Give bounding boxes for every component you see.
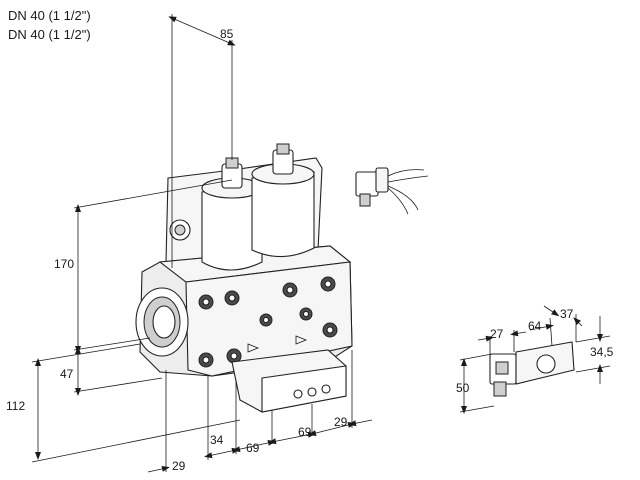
connector-plug-iso: [355, 167, 429, 215]
dim-label-47: 47: [60, 367, 74, 381]
dim-label-85: 85: [220, 27, 234, 41]
dim-label-112: 112: [6, 399, 25, 413]
dim-plug: [459, 305, 611, 414]
title-line-1: DN 40 (1 1/2"): [8, 8, 91, 23]
dim-line-170: [73, 179, 233, 354]
dim-label-27: 27: [490, 327, 504, 341]
dim-label-37: 37: [560, 307, 574, 321]
dim-label-170: 170: [54, 257, 74, 271]
flow-arrow-marker-right: [295, 335, 308, 345]
dim-label-34-5: 34,5: [590, 345, 614, 359]
solenoid-coil-right: [251, 143, 315, 258]
dim-line-112: [31, 343, 241, 463]
inlet-port: [135, 287, 189, 357]
dim-chain-bottom: [147, 350, 373, 473]
dim-label-34: 34: [210, 433, 224, 447]
connector-plug-dimensioned: [489, 341, 575, 397]
dim-line-47: [73, 346, 163, 396]
dim-label-69-a: 69: [246, 441, 260, 455]
valve-assembly: [135, 143, 353, 413]
dim-label-64: 64: [528, 319, 542, 333]
pressure-switch-module: [231, 349, 347, 413]
solenoid-coil-left: [201, 157, 263, 271]
title-line-2: DN 40 (1 1/2"): [8, 27, 91, 42]
dim-label-29-left: 29: [172, 459, 186, 473]
face-bolts: [198, 276, 338, 368]
dim-line-85: [168, 14, 236, 268]
dim-label-50: 50: [456, 381, 470, 395]
flow-arrow-marker-left: [247, 343, 260, 353]
dim-label-69-b: 69: [298, 425, 312, 439]
dim-label-29-right: 29: [334, 415, 348, 429]
